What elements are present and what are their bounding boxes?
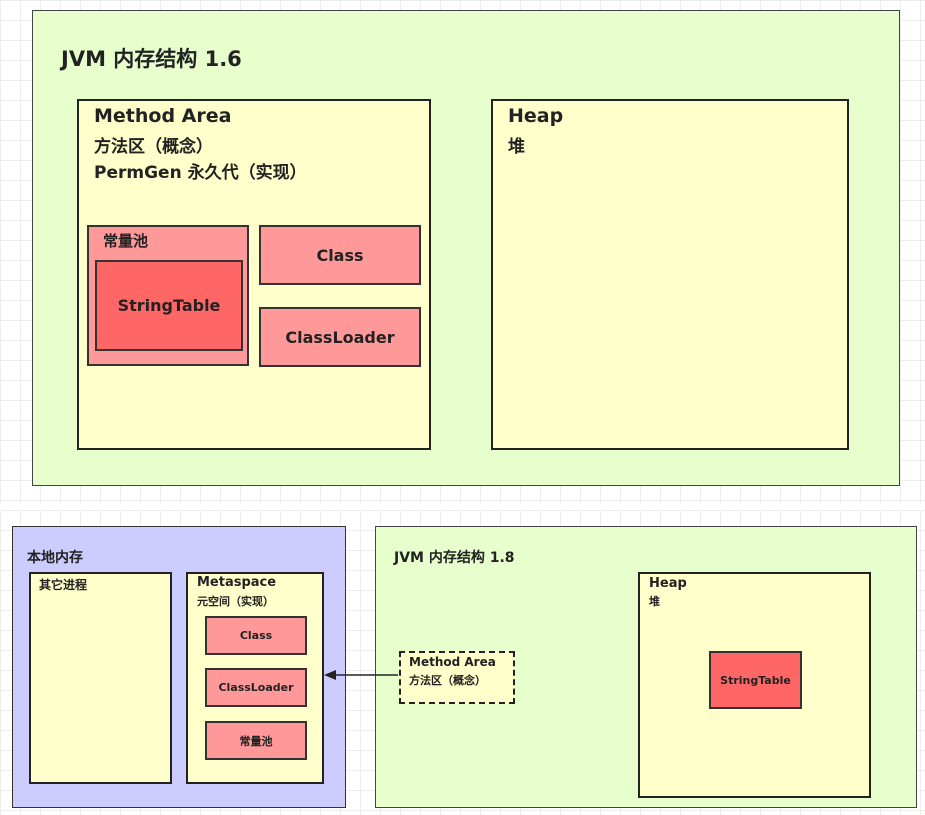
other-processes-label: 其它进程 xyxy=(39,578,88,592)
classloader-box: ClassLoader xyxy=(259,307,421,367)
jvm18-diagram: 本地内存 其它进程 Metaspace 元空间（实现） Class ClassL… xyxy=(0,510,925,815)
metaspace-constant-pool-box: 常量池 xyxy=(205,721,307,760)
heap-box: Heap 堆 xyxy=(491,99,849,450)
other-processes-box: 其它进程 xyxy=(29,572,172,784)
method-area-concept-box: Method Area 方法区（概念） xyxy=(399,651,515,704)
string-table18-box: StringTable xyxy=(709,651,802,709)
jvm18-container: JVM 内存结构 1.8 Method Area 方法区（概念） Heap 堆 … xyxy=(375,526,917,808)
arrow-connector xyxy=(324,670,398,680)
metaspace-subtitle: 元空间（实现） xyxy=(197,595,274,608)
metaspace-classloader-box: ClassLoader xyxy=(205,668,307,707)
string-table18-label: StringTable xyxy=(720,673,791,687)
jvm16-container: JVM 内存结构 1.6 Method Area 方法区（概念） PermGen… xyxy=(32,10,900,486)
string-table-label: StringTable xyxy=(117,296,221,315)
method-area-title: Method Area xyxy=(94,105,232,127)
metaspace-classloader-label: ClassLoader xyxy=(218,681,294,694)
string-table-box: StringTable xyxy=(95,260,243,351)
metaspace-class-label: Class xyxy=(239,629,273,642)
native-memory-title: 本地内存 xyxy=(27,550,83,566)
class-box: Class xyxy=(259,225,421,285)
constant-pool-box: 常量池 StringTable xyxy=(87,225,249,366)
heap-title: Heap xyxy=(508,105,564,127)
method-area-concept: 方法区（概念） xyxy=(94,137,213,157)
arrow-head xyxy=(324,670,336,680)
metaspace-box: Metaspace 元空间（实现） Class ClassLoader 常量池 xyxy=(186,572,324,784)
jvm18-title: JVM 内存结构 1.8 xyxy=(394,550,515,566)
metaspace-constant-pool-label: 常量池 xyxy=(239,734,273,748)
method-area-concept-subtitle: 方法区（概念） xyxy=(409,674,486,687)
constant-pool-label: 常量池 xyxy=(103,232,149,250)
jvm16-title: JVM 内存结构 1.6 xyxy=(61,47,242,71)
heap18-box: Heap 堆 StringTable xyxy=(638,572,871,798)
metaspace-title: Metaspace xyxy=(197,575,277,590)
heap-subtitle: 堆 xyxy=(508,137,525,157)
permgen-label: PermGen 永久代（实现） xyxy=(94,163,307,183)
method-area-concept-title: Method Area xyxy=(409,655,496,669)
metaspace-class-box: Class xyxy=(205,616,307,655)
classloader-label: ClassLoader xyxy=(285,327,395,347)
jvm16-diagram: JVM 内存结构 1.6 Method Area 方法区（概念） PermGen… xyxy=(0,0,925,503)
native-memory-container: 本地内存 其它进程 Metaspace 元空间（实现） Class ClassL… xyxy=(12,526,346,808)
class-label: Class xyxy=(316,245,364,265)
heap18-title: Heap xyxy=(649,576,687,591)
method-area-box: Method Area 方法区（概念） PermGen 永久代（实现） 常量池 … xyxy=(77,99,431,450)
heap18-subtitle: 堆 xyxy=(649,595,660,608)
